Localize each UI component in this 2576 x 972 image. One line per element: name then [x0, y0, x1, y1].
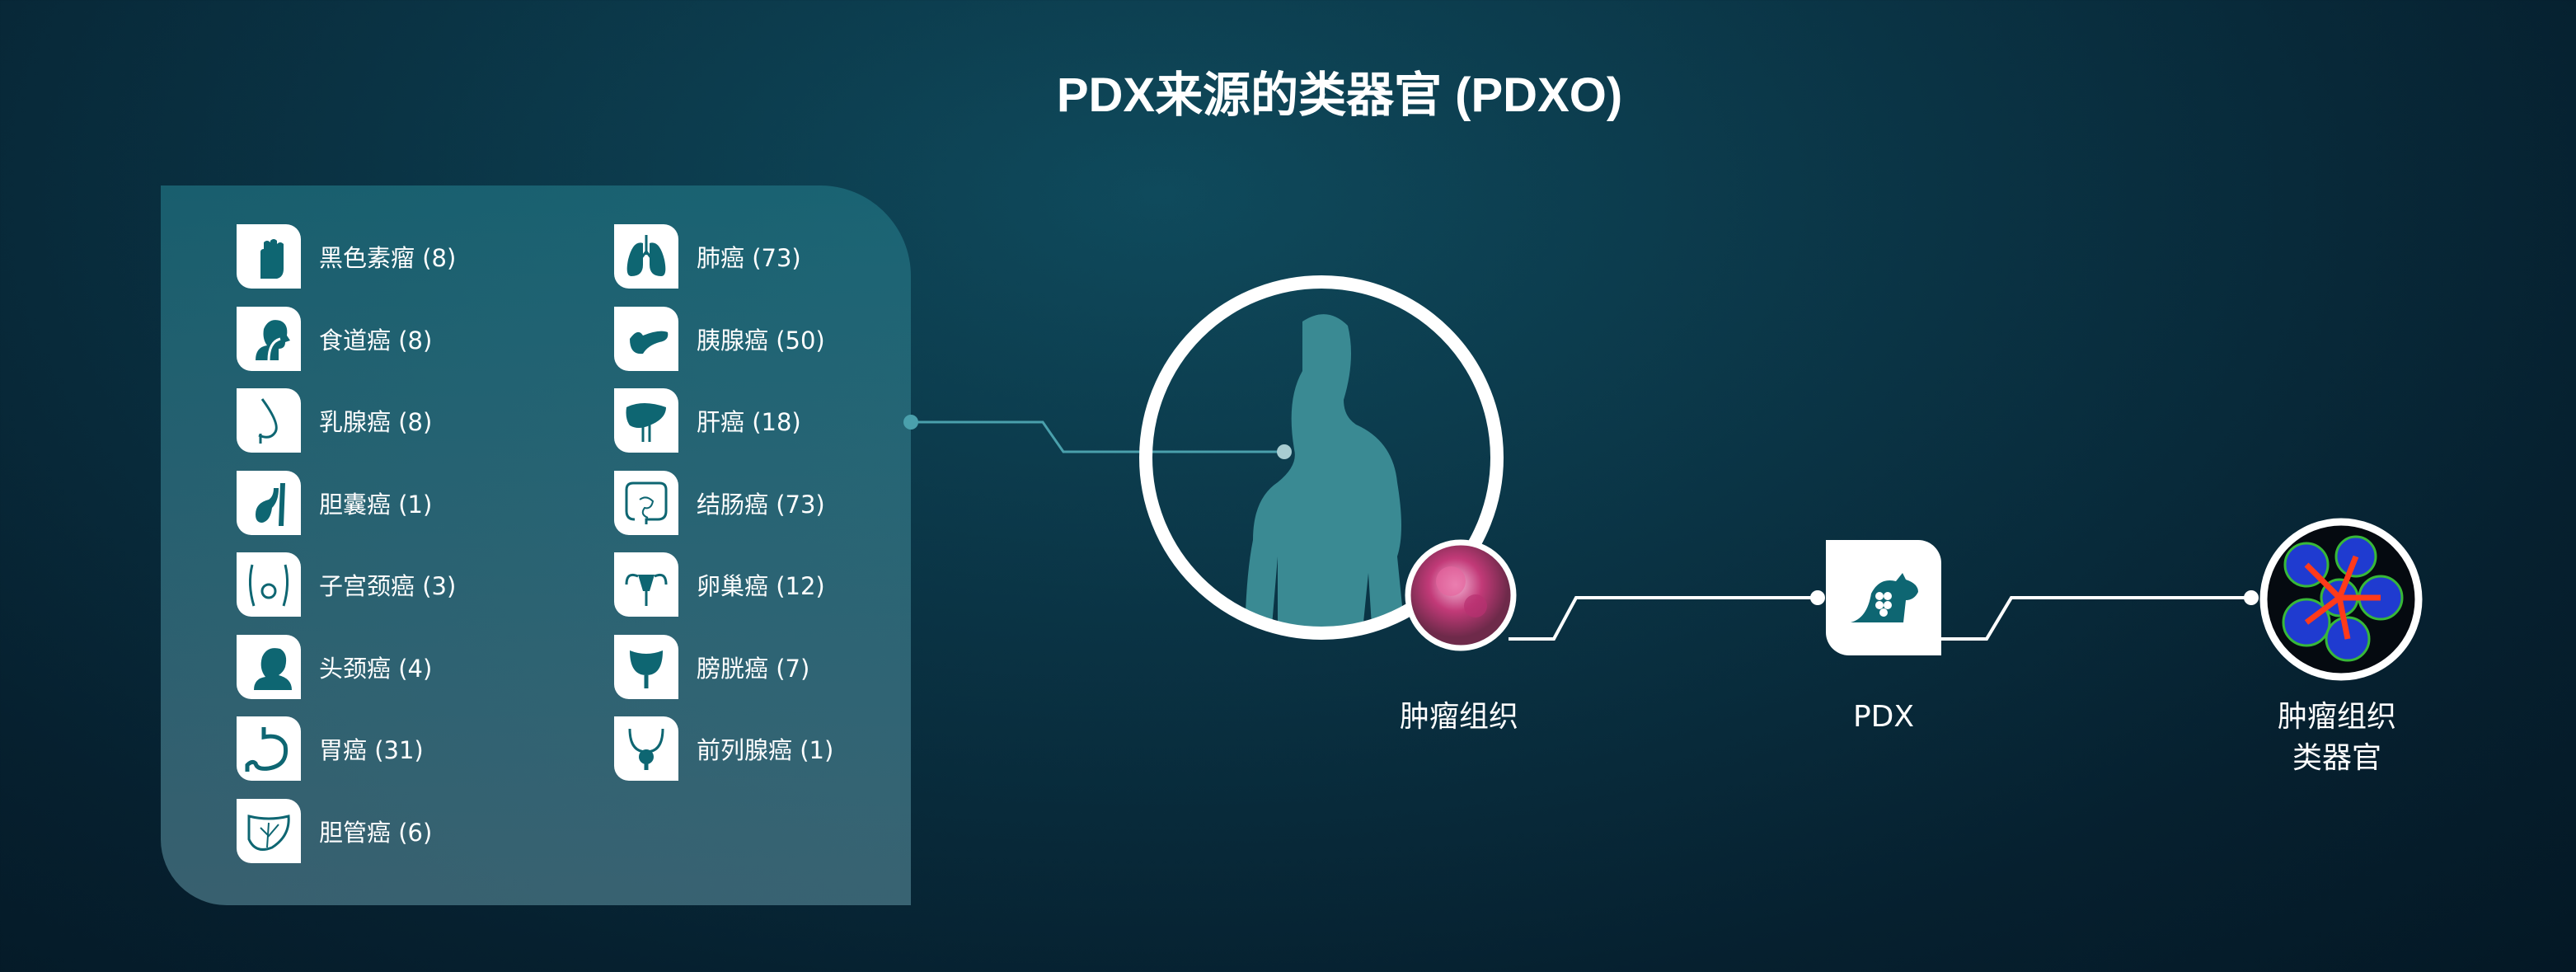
cancer-type-label: 结肠癌 (73)	[697, 490, 825, 519]
cancer-type-item: 胆管癌 (6)	[237, 798, 433, 863]
cancer-type-label: 头颈癌 (4)	[319, 654, 433, 683]
cancer-type-item: 胰腺癌 (50)	[614, 306, 825, 371]
mouse-icon	[1851, 573, 1918, 622]
liver-icon	[614, 388, 678, 453]
lungs-icon	[614, 224, 678, 289]
cancer-type-label: 胆管癌 (6)	[319, 818, 433, 847]
step-label-line1: 肿瘤组织	[2277, 700, 2396, 734]
cancer-type-label: 前列腺癌 (1)	[697, 736, 834, 764]
cancer-type-panel	[161, 185, 911, 905]
human-silhouette-icon	[1245, 314, 1405, 633]
step-label-pdx: PDX	[1852, 700, 1915, 734]
cancer-type-item: 胆囊癌 (1)	[237, 470, 433, 535]
ovary-icon	[614, 552, 678, 617]
cancer-type-item: 头颈癌 (4)	[237, 634, 433, 699]
cancer-type-item: 子宫颈癌 (3)	[237, 552, 456, 617]
stomach-icon	[237, 716, 301, 781]
cancer-type-item: 黑色素瘤 (8)	[237, 224, 456, 289]
prostate-icon	[614, 716, 678, 781]
cancer-type-label: 黑色素瘤 (8)	[319, 244, 457, 272]
cancer-type-label: 卵巢癌 (12)	[697, 572, 825, 600]
cervix-icon	[237, 552, 301, 617]
cancer-type-label: 膀胱癌 (7)	[697, 654, 810, 683]
cancer-type-item: 乳腺癌 (8)	[237, 388, 432, 453]
pdx-mouse-tile	[1826, 540, 1941, 655]
pancreas-icon	[614, 306, 678, 371]
gallbladder-icon	[237, 470, 301, 535]
cancer-type-label: 胆囊癌 (1)	[319, 490, 433, 519]
cancer-type-item: 前列腺癌 (1)	[614, 716, 833, 781]
cancer-type-item: 食道癌 (8)	[237, 306, 433, 371]
cancer-type-label: 胃癌 (31)	[319, 736, 424, 764]
cancer-type-label: 乳腺癌 (8)	[319, 408, 433, 436]
cancer-type-item: 卵巢癌 (12)	[614, 552, 825, 617]
connector-dot	[1810, 590, 1825, 605]
head-neck-icon	[237, 634, 301, 699]
patient-circle	[1139, 275, 1504, 640]
tumor-tissue-image	[1405, 539, 1517, 651]
colon-icon	[614, 470, 678, 535]
breast-icon	[237, 388, 301, 453]
cancer-type-item: 结肠癌 (73)	[614, 470, 825, 535]
cancer-type-item: 肺癌 (73)	[614, 224, 801, 289]
page-title: PDX来源的类器官 (PDXO)	[1056, 68, 1623, 122]
cancer-type-label: 子宫颈癌 (3)	[319, 572, 457, 600]
bile-duct-icon	[237, 798, 301, 863]
cancer-type-item: 膀胱癌 (7)	[614, 634, 810, 699]
step-label-line2: 类器官	[2292, 741, 2381, 775]
cancer-type-item: 肝癌 (18)	[614, 388, 801, 453]
step-label-tumor-tissue: 肿瘤组织	[1399, 700, 1518, 734]
hand-icon	[237, 224, 301, 289]
step-label-organoid: 肿瘤组织类器官	[2213, 697, 2461, 779]
organoid-image	[2259, 518, 2423, 681]
esophagus-icon	[237, 306, 301, 371]
connector-dot	[2244, 590, 2259, 605]
cancer-type-label: 肺癌 (73)	[697, 244, 801, 272]
cancer-type-label: 肝癌 (18)	[697, 408, 801, 436]
cancer-type-item: 胃癌 (31)	[237, 716, 424, 781]
cancer-type-label: 食道癌 (8)	[319, 326, 433, 355]
cancer-type-label: 胰腺癌 (50)	[697, 326, 825, 355]
bladder-icon	[614, 634, 678, 699]
